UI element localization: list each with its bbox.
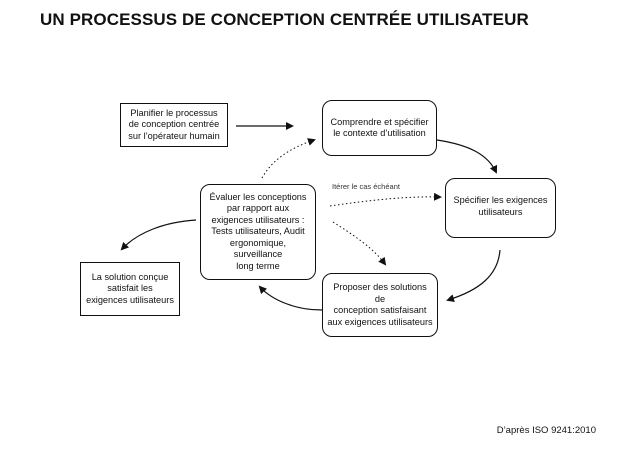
box-solution-satisfies-text: La solution conçue satisfait les exigenc… bbox=[86, 271, 174, 305]
arrow-specify-to-propose bbox=[446, 249, 501, 303]
box-understand-context: Comprendre et spécifier le contexte d’ut… bbox=[322, 100, 437, 156]
arrow-understand-to-specify bbox=[436, 139, 498, 174]
box-plan-process: Planifier le processus de conception cen… bbox=[120, 103, 228, 147]
box-propose-solutions-text: Proposer des solutions de conception sat… bbox=[327, 282, 433, 327]
arrow-iterate-to-propose bbox=[332, 221, 387, 266]
arrow-propose-to-evaluate bbox=[258, 285, 323, 311]
source-credit: D’après ISO 9241:2010 bbox=[496, 425, 596, 436]
box-propose-solutions: Proposer des solutions de conception sat… bbox=[322, 273, 438, 337]
page-title: UN PROCESSUS DE CONCEPTION CENTRÉE UTILI… bbox=[40, 10, 529, 29]
box-evaluate-designs: Évaluer les conceptions par rapport aux … bbox=[200, 184, 316, 280]
iterate-note: Itérer le cas échéant bbox=[332, 182, 400, 191]
box-evaluate-designs-text: Évaluer les conceptions par rapport aux … bbox=[209, 191, 307, 271]
arrow-iterate-to-understand bbox=[261, 138, 316, 179]
arrow-evaluate-to-solution bbox=[120, 219, 197, 251]
box-solution-satisfies: La solution conçue satisfait les exigenc… bbox=[80, 262, 180, 316]
arrow-iterate-to-specify bbox=[329, 192, 442, 207]
box-specify-requirements: Spécifier les exigences utilisateurs bbox=[445, 178, 556, 238]
box-plan-process-text: Planifier le processus de conception cen… bbox=[128, 107, 220, 141]
box-specify-requirements-text: Spécifier les exigences utilisateurs bbox=[453, 195, 548, 217]
box-understand-context-text: Comprendre et spécifier le contexte d’ut… bbox=[330, 116, 429, 139]
